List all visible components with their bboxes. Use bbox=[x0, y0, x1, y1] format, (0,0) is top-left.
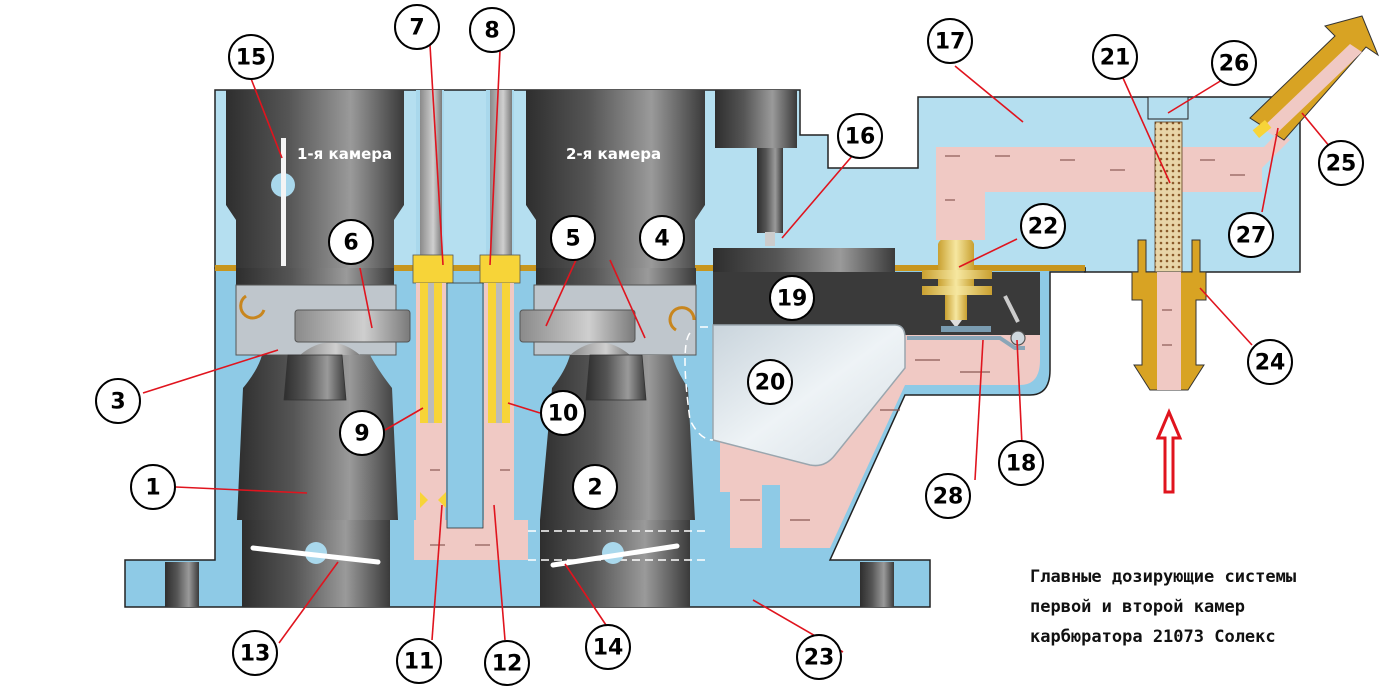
callout-label: 12 bbox=[492, 652, 523, 677]
callout-24: 24 bbox=[1247, 339, 1293, 385]
callout-label: 27 bbox=[1236, 224, 1267, 249]
callout-21: 21 bbox=[1092, 34, 1138, 80]
callout-label: 10 bbox=[548, 402, 579, 427]
fuel-filter bbox=[1154, 121, 1183, 273]
callout-2: 2 bbox=[572, 464, 618, 510]
callout-label: 24 bbox=[1255, 351, 1286, 376]
callout-label: 5 bbox=[565, 227, 580, 252]
callout-1: 1 bbox=[130, 464, 176, 510]
callout-22: 22 bbox=[1020, 203, 1066, 249]
callout-label: 11 bbox=[404, 650, 435, 675]
caption-line-2: первой и второй камер bbox=[1030, 597, 1245, 617]
caption-line-1: Главные дозирующие системы bbox=[1030, 567, 1297, 587]
callout-4: 4 bbox=[639, 215, 685, 261]
callout-label: 7 bbox=[409, 16, 424, 41]
callout-9: 9 bbox=[339, 410, 385, 456]
callout-16: 16 bbox=[837, 113, 883, 159]
callout-25: 25 bbox=[1318, 140, 1364, 186]
caption-line-3: карбюратора 21073 Солекс bbox=[1030, 627, 1276, 647]
mounting-stud-right bbox=[860, 562, 894, 607]
callout-label: 19 bbox=[777, 287, 808, 312]
leader-lines bbox=[142, 44, 1331, 653]
fuel-return-fitting bbox=[1249, 15, 1380, 141]
callout-label: 23 bbox=[804, 646, 835, 671]
well-divider bbox=[446, 282, 484, 529]
primary-chamber-label: 1-я камера bbox=[297, 145, 392, 163]
fuel-filter-housing bbox=[1147, 96, 1189, 120]
callout-3: 3 bbox=[95, 378, 141, 424]
callout-14: 14 bbox=[585, 624, 631, 670]
callout-17: 17 bbox=[927, 18, 973, 64]
callout-15: 15 bbox=[228, 34, 274, 80]
callout-label: 22 bbox=[1028, 215, 1059, 240]
callout-label: 25 bbox=[1326, 152, 1357, 177]
callout-11: 11 bbox=[396, 638, 442, 684]
callout-8: 8 bbox=[469, 7, 515, 53]
callout-6: 6 bbox=[328, 219, 374, 265]
callout-label: 1 bbox=[145, 476, 160, 501]
callout-label: 2 bbox=[587, 476, 602, 501]
secondary-chamber bbox=[519, 90, 710, 607]
callout-label: 9 bbox=[354, 422, 369, 447]
callout-label: 20 bbox=[755, 371, 786, 396]
secondary-throttle-valve bbox=[550, 542, 680, 568]
callout-label: 8 bbox=[484, 19, 499, 44]
callout-label: 3 bbox=[110, 390, 125, 415]
callout-19: 19 bbox=[769, 275, 815, 321]
callout-13: 13 bbox=[232, 630, 278, 676]
callout-label: 13 bbox=[240, 642, 271, 667]
emulsion-well-primary bbox=[412, 90, 454, 520]
secondary-chamber-label: 2-я камера bbox=[566, 145, 661, 163]
primary-throttle-valve bbox=[250, 542, 381, 565]
callout-label: 26 bbox=[1219, 52, 1250, 77]
callout-23: 23 bbox=[796, 634, 842, 680]
callout-label: 28 bbox=[933, 485, 964, 510]
callout-10: 10 bbox=[540, 390, 586, 436]
callout-26: 26 bbox=[1211, 40, 1257, 86]
callout-label: 16 bbox=[845, 125, 876, 150]
needle-valve bbox=[922, 238, 992, 328]
diagram-caption: Главные дозирующие системы первой и втор… bbox=[1030, 562, 1296, 652]
callout-label: 21 bbox=[1100, 46, 1131, 71]
callout-label: 14 bbox=[593, 636, 624, 661]
callout-label: 15 bbox=[236, 46, 267, 71]
fuel-inlet-channel bbox=[936, 130, 1290, 240]
callout-27: 27 bbox=[1228, 212, 1274, 258]
primary-chamber bbox=[226, 90, 411, 607]
float bbox=[712, 324, 906, 467]
mounting-stud-left bbox=[165, 562, 199, 607]
callout-28: 28 bbox=[925, 473, 971, 519]
accelerator-pump-plunger bbox=[715, 90, 797, 246]
callout-12: 12 bbox=[484, 640, 530, 686]
float-axle bbox=[1010, 330, 1026, 346]
callout-label: 4 bbox=[654, 227, 669, 252]
callout-label: 6 bbox=[343, 231, 358, 256]
float-outline-dashed bbox=[684, 326, 714, 441]
callout-label: 17 bbox=[935, 30, 966, 55]
callout-7: 7 bbox=[394, 4, 440, 50]
fuel-inlet-fitting bbox=[1131, 239, 1207, 391]
fuel-level-marks bbox=[430, 155, 1245, 546]
fuel-inflow-arrow-icon bbox=[1155, 408, 1183, 494]
float-lever bbox=[907, 295, 1025, 350]
choke-damper bbox=[271, 138, 295, 266]
callout-18: 18 bbox=[998, 440, 1044, 486]
callout-5: 5 bbox=[550, 215, 596, 261]
emulsion-well-secondary bbox=[479, 90, 521, 520]
fuel-channel-bottom bbox=[414, 520, 528, 560]
callout-label: 18 bbox=[1006, 452, 1037, 477]
callout-20: 20 bbox=[747, 359, 793, 405]
